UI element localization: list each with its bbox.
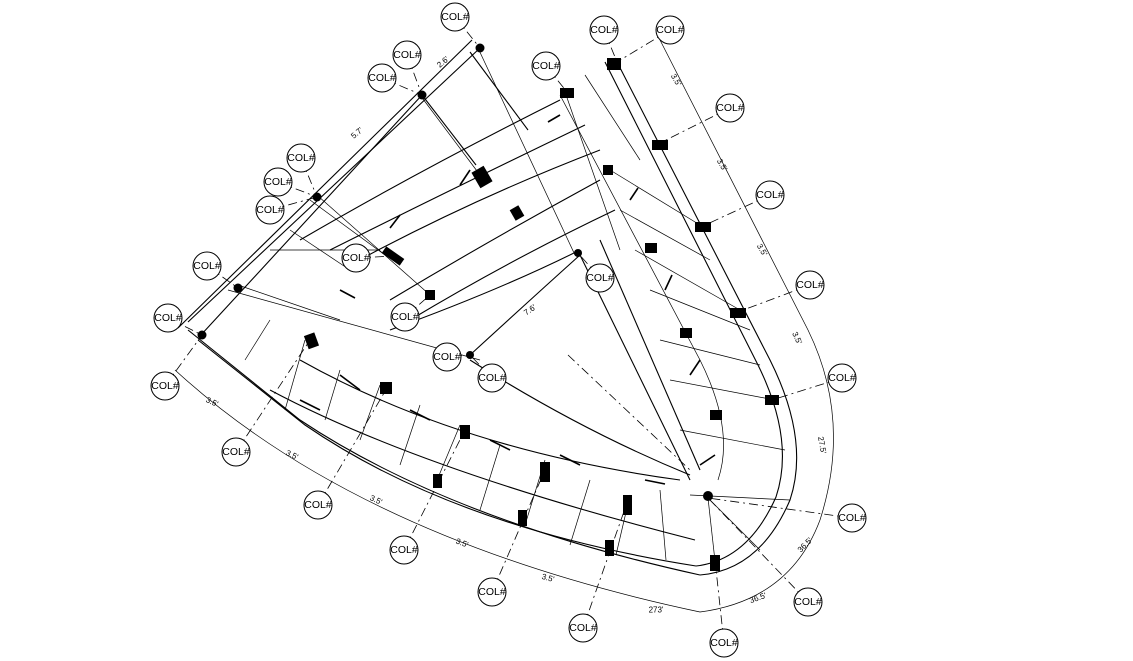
col-tag-17: COL# <box>837 503 867 533</box>
col-tag-12: COL# <box>389 535 419 565</box>
col-tag-6: COL# <box>255 195 285 225</box>
svg-text:COL#: COL# <box>828 372 856 384</box>
svg-text:COL#: COL# <box>656 24 684 36</box>
col-tag-2: COL# <box>392 40 422 70</box>
grid-leader-lines <box>164 16 853 644</box>
svg-text:COL#: COL# <box>586 272 614 284</box>
svg-text:COL#: COL# <box>151 380 179 392</box>
dim-top-short-1: 2.6' <box>435 54 451 69</box>
col-tag-16: COL# <box>793 587 823 617</box>
svg-text:COL#: COL# <box>532 60 560 72</box>
svg-text:COL#: COL# <box>342 252 370 264</box>
col-tag-26: COL# <box>390 302 420 332</box>
dim-outer-left-2: 3.5' <box>284 448 300 462</box>
col-tag-24: COL# <box>531 51 561 81</box>
svg-text:COL#: COL# <box>304 499 332 511</box>
dim-outer-left-1: 3.5' <box>204 395 220 409</box>
col-tag-9: COL# <box>150 371 180 401</box>
svg-text:COL#: COL# <box>287 152 315 164</box>
svg-text:COL#: COL# <box>796 279 824 291</box>
col-tag-3: COL# <box>367 63 397 93</box>
col-tag-5: COL# <box>263 167 293 197</box>
svg-text:COL#: COL# <box>154 312 182 324</box>
dim-outer-left-4: 3.5' <box>455 537 470 550</box>
col-tag-27: COL# <box>432 342 462 372</box>
dim-outer-left-5: 3.5' <box>541 572 556 584</box>
svg-text:COL#: COL# <box>391 311 419 323</box>
dim-outer-right-3: 3.5' <box>755 242 769 258</box>
dim-corner-2: 36.5' <box>748 591 768 605</box>
col-tag-15: COL# <box>709 628 739 658</box>
svg-text:COL#: COL# <box>716 102 744 114</box>
outer-boundary-bottom <box>174 329 701 613</box>
column-tags: COL# COL# COL# COL# COL# COL# COL# COL# … <box>150 2 867 658</box>
svg-text:COL#: COL# <box>433 351 461 363</box>
svg-text:COL#: COL# <box>569 622 597 634</box>
col-tag-8: COL# <box>153 303 183 333</box>
svg-text:COL#: COL# <box>256 204 284 216</box>
door-hatches <box>299 114 716 485</box>
dim-outer-left-3: 3.5' <box>368 493 384 507</box>
col-tag-19: COL# <box>795 270 825 300</box>
col-tag-11: COL# <box>303 490 333 520</box>
svg-text:COL#: COL# <box>838 512 866 524</box>
svg-text:COL#: COL# <box>393 49 421 61</box>
svg-text:COL#: COL# <box>478 372 506 384</box>
dim-outer-right-5: 27.5' <box>816 436 828 455</box>
outer-boundary-right <box>559 39 834 613</box>
col-tag-29: COL# <box>585 263 615 293</box>
col-tag-22: COL# <box>655 15 685 45</box>
svg-text:COL#: COL# <box>222 446 250 458</box>
outer-boundary-left <box>177 39 529 337</box>
dim-top-short-2: 5.7' <box>349 125 365 140</box>
column-dots <box>197 43 713 501</box>
svg-text:COL#: COL# <box>756 189 784 201</box>
col-tag-7: COL# <box>192 251 222 281</box>
col-tag-23: COL# <box>589 15 619 45</box>
dimension-labels: 3.5' 3.5' 3.5' 3.5' 3.5' 273' 3.5' 3.5' … <box>204 54 828 614</box>
svg-text:COL#: COL# <box>193 260 221 272</box>
svg-text:COL#: COL# <box>590 24 618 36</box>
col-tag-25: COL# <box>341 243 371 273</box>
dim-bottom-arc: 273' <box>649 606 664 615</box>
svg-text:COL#: COL# <box>710 637 738 649</box>
svg-text:COL#: COL# <box>794 596 822 608</box>
svg-text:COL#: COL# <box>478 586 506 598</box>
col-tag-28: COL# <box>477 363 507 393</box>
svg-text:COL#: COL# <box>264 176 292 188</box>
col-tag-4: COL# <box>286 143 316 173</box>
room-partitions <box>227 47 791 571</box>
col-tag-18: COL# <box>827 363 857 393</box>
col-tag-13: COL# <box>477 577 507 607</box>
col-tag-20: COL# <box>755 180 785 210</box>
svg-text:COL#: COL# <box>441 11 469 23</box>
dim-outer-right-1: 3.5' <box>669 72 683 88</box>
col-tag-14: COL# <box>568 613 598 643</box>
dim-outer-right-2: 3.5' <box>715 157 729 173</box>
svg-text:COL#: COL# <box>368 72 396 84</box>
dim-outer-right-4: 3.5' <box>790 330 804 346</box>
col-tag-21: COL# <box>715 93 745 123</box>
col-tag-1: COL# <box>440 2 470 32</box>
svg-text:COL#: COL# <box>390 544 418 556</box>
col-tag-10: COL# <box>221 437 251 467</box>
